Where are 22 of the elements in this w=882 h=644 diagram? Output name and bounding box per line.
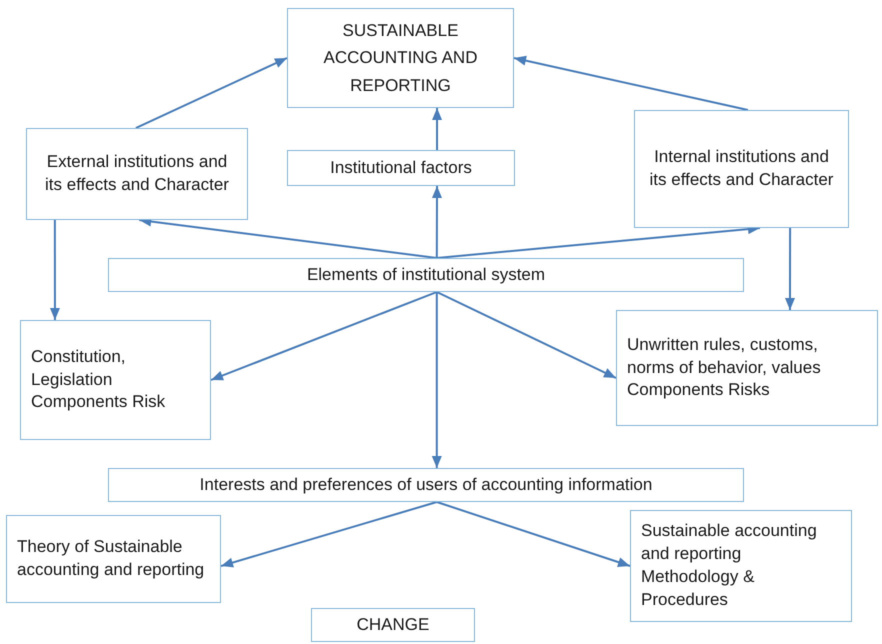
text-box: Theory of Sustainable accounting and reporting [6, 515, 221, 603]
text-box: Unwritten rules, customs, norms of behavior, values Components Risks [616, 310, 878, 426]
text-box: Internal institutions and its effects and Character [634, 110, 849, 228]
arrow [135, 57, 288, 129]
text-box: Sustainable accounting and reporting Methodology & Procedures [630, 510, 852, 622]
arrow [210, 291, 438, 381]
arrow [784, 228, 795, 310]
arrow [50, 220, 60, 320]
text-box: External institutions and its effects and Character [26, 128, 248, 220]
text-box: Elements of institutional system [108, 258, 744, 292]
arrow [432, 292, 442, 468]
arrow [514, 56, 748, 111]
arrow [432, 108, 442, 150]
text-box: Interests and preferences of users of accounting information [108, 468, 744, 502]
text-box: Institutional factors [287, 150, 515, 186]
arrow [432, 186, 442, 258]
text-box: SUSTAINABLE ACCOUNTING AND REPORTING [287, 8, 514, 108]
arrow [436, 291, 616, 379]
text-box: Constitution, Legislation Components Risk [20, 320, 211, 440]
arrow [436, 501, 630, 567]
arrow [220, 501, 438, 568]
text-box: CHANGE [311, 608, 475, 642]
